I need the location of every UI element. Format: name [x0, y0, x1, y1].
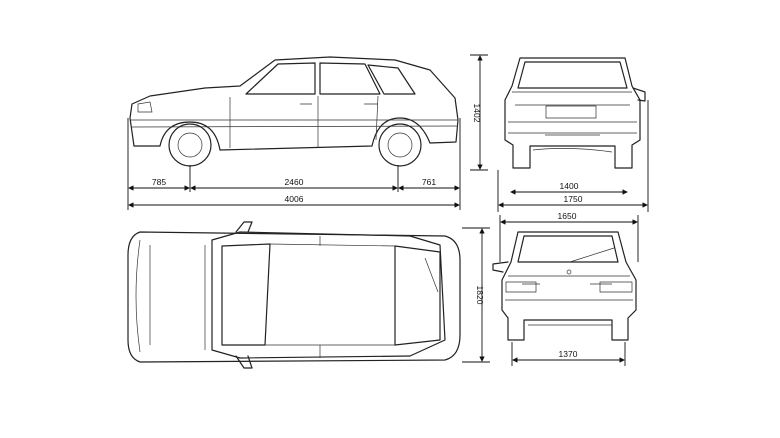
- front-overhang-label: 785: [152, 177, 166, 187]
- rear-view: [492, 231, 637, 341]
- front-view: [504, 57, 646, 169]
- mirror-width-label: 1650: [558, 211, 577, 221]
- rear-overhang-label: 761: [422, 177, 436, 187]
- front-dimensions: 1400 1750: [497, 100, 649, 212]
- top-width-label: 1820: [475, 286, 485, 305]
- side-view: [129, 56, 459, 167]
- height-label: 1402: [472, 104, 482, 123]
- overall-length-label: 4006: [285, 194, 304, 204]
- wheelbase-label: 2460: [285, 177, 304, 187]
- top-dimensions: 1820: [462, 227, 490, 363]
- rear-track-label: 1370: [559, 349, 578, 359]
- rear-dimensions: 1650 1370: [499, 211, 639, 366]
- top-view: [127, 221, 461, 369]
- overall-width-label: 1750: [564, 194, 583, 204]
- length-dimensions: 785 2460 761 4006 1402: [127, 54, 488, 210]
- front-track-label: 1400: [560, 181, 579, 191]
